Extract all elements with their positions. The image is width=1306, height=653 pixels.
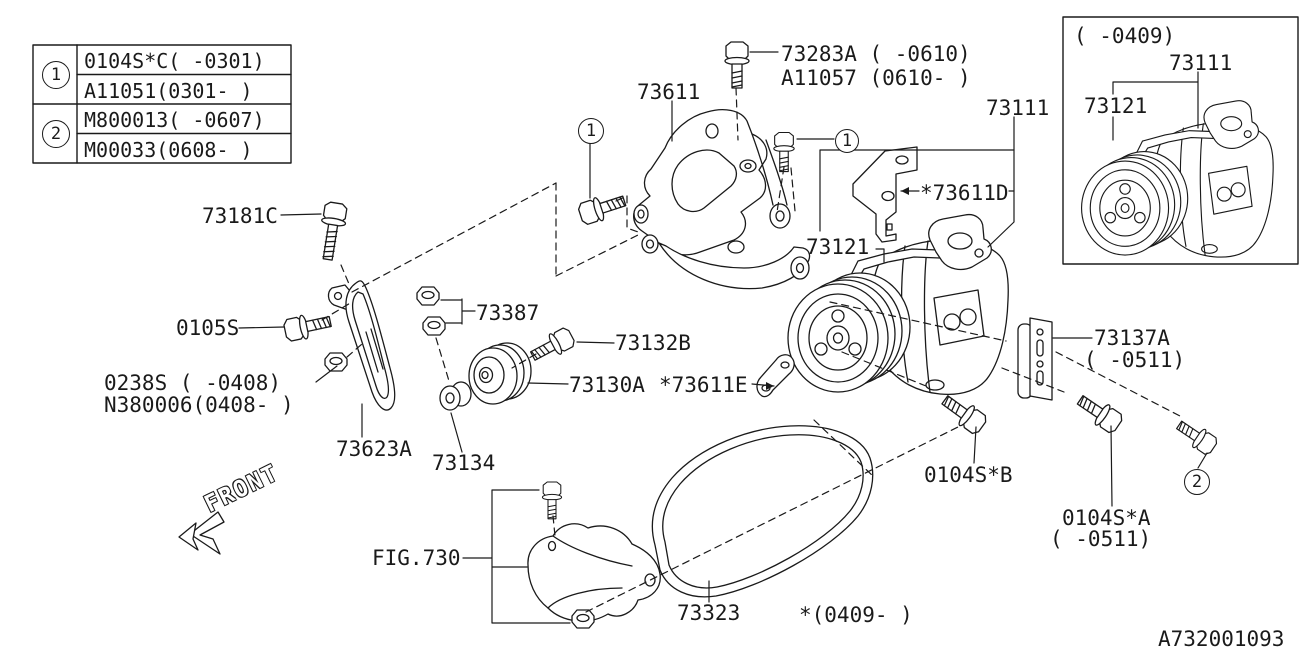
bracket-73137a-drawing bbox=[1017, 317, 1053, 401]
label-73181c: 73181C bbox=[202, 204, 278, 228]
label-73137a: 73137A bbox=[1094, 326, 1170, 350]
inset-box-border bbox=[1062, 16, 1299, 265]
bolt-0104s-a bbox=[1072, 389, 1126, 437]
nut-fig730 bbox=[571, 609, 595, 629]
label-73111: 73111 bbox=[986, 96, 1050, 120]
front-arrow-icon bbox=[178, 511, 225, 555]
callout-badge-2: 2 bbox=[1184, 469, 1210, 495]
bolt-0105s bbox=[282, 309, 334, 344]
inset-label-73121: 73121 bbox=[1084, 94, 1148, 118]
belt-73623a-drawing bbox=[327, 280, 396, 411]
bolt-73132b bbox=[526, 324, 578, 367]
bolt-circle1-right bbox=[773, 131, 795, 173]
inset-label-73111: 73111 bbox=[1169, 51, 1233, 75]
label-73387: 73387 bbox=[476, 301, 540, 325]
leader-lines bbox=[238, 51, 1208, 624]
drawing-number: A732001093 bbox=[1158, 627, 1285, 651]
label-0104s-a: 0104S*A bbox=[1062, 506, 1151, 530]
label-73121: 73121 bbox=[806, 235, 870, 259]
label-0104s-b: 0104S*B bbox=[924, 463, 1013, 487]
label-73283a: 73283A ( -0610) bbox=[781, 42, 971, 66]
label-73137a-range: ( -0511) bbox=[1084, 348, 1186, 372]
legend-item2-badge: 2 bbox=[42, 120, 70, 148]
label-73134: 73134 bbox=[432, 451, 496, 475]
callout-badge-1-right: 1 bbox=[835, 129, 859, 153]
callout-badge-1-left: 1 bbox=[578, 118, 604, 144]
legend-item2-line2: M00033(0608- ) bbox=[84, 138, 253, 162]
assembly-dashed-lines bbox=[321, 87, 1181, 613]
legend-table-grid bbox=[32, 44, 292, 164]
label-0104s-a-range: ( -0511) bbox=[1050, 527, 1152, 551]
bolt-circle1-left bbox=[576, 188, 629, 228]
label-73132b: 73132B bbox=[615, 331, 691, 355]
bolt-item2 bbox=[1172, 415, 1221, 458]
idler-73134-drawing bbox=[439, 381, 472, 411]
pulley-73130a-drawing bbox=[468, 342, 532, 405]
label-73611e: *73611E bbox=[659, 373, 748, 397]
label-fig730: FIG.730 bbox=[372, 546, 461, 570]
legend-item1-line2: A11051(0301- ) bbox=[84, 79, 253, 103]
label-73130a: 73130A bbox=[569, 373, 645, 397]
label-73611: 73611 bbox=[637, 80, 701, 104]
bracket-73611-drawing bbox=[633, 109, 811, 290]
nut-73387-upper bbox=[416, 286, 440, 306]
legend-item2-line1: M800013( -0607) bbox=[84, 108, 265, 132]
compressor-drawing bbox=[787, 213, 1009, 396]
label-0105s: 0105S bbox=[176, 316, 240, 340]
inset-date-range: ( -0409) bbox=[1074, 24, 1176, 48]
bolt-0104s-b bbox=[937, 389, 990, 438]
nut-73387-lower bbox=[422, 316, 446, 336]
label-range-0409: *(0409- ) bbox=[799, 603, 913, 627]
label-0238s: 0238S ( -0408) bbox=[104, 371, 282, 395]
label-a11057: A11057 (0610- ) bbox=[781, 66, 971, 90]
bracket-73611e-drawing bbox=[756, 354, 795, 398]
legend-item1-line1: 0104S*C( -0301) bbox=[84, 49, 265, 73]
bolt-fig730 bbox=[541, 481, 563, 520]
label-73623a: 73623A bbox=[336, 437, 412, 461]
bracket-73611d-drawing bbox=[852, 146, 918, 243]
label-73611d: *73611D bbox=[920, 181, 1009, 205]
cover-fig730-drawing bbox=[527, 523, 661, 622]
label-n380006: N380006(0408- ) bbox=[104, 393, 294, 417]
label-73323: 73323 bbox=[677, 601, 741, 625]
belt-73323-drawing bbox=[651, 425, 874, 598]
nut-0238s bbox=[324, 352, 348, 372]
legend-item1-badge: 1 bbox=[42, 61, 70, 89]
bolt-73283a bbox=[724, 41, 750, 89]
bolt-73181c bbox=[321, 201, 348, 261]
inset-compressor-drawing bbox=[1080, 100, 1274, 258]
